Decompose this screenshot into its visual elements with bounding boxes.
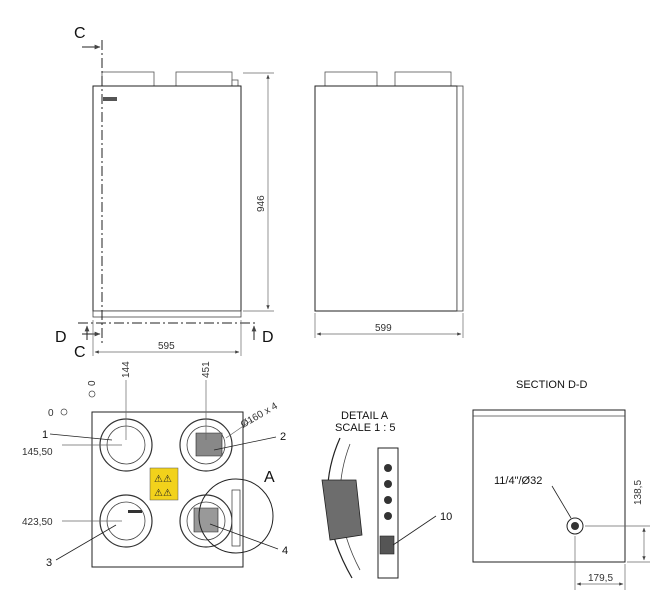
diameter-leader <box>225 419 253 439</box>
origin-symbol-x <box>88 390 96 398</box>
side-spigot-right <box>394 71 452 87</box>
origin-symbol-y <box>60 408 68 416</box>
origin-y-label: 0 <box>48 408 54 419</box>
connector-strip <box>231 489 241 547</box>
drain-inner <box>571 522 579 530</box>
detail-a-circle <box>198 478 274 554</box>
warning-label-glyphs: ⚠⚠ <box>154 474 172 485</box>
duct-port-3-bar <box>128 510 142 513</box>
detail-a-connector-block <box>379 535 395 555</box>
side-view: 599 <box>314 71 464 338</box>
detail-a-terminal-1 <box>384 464 392 472</box>
x-ordinate-451: 451 <box>201 361 212 378</box>
callout-2: 2 <box>280 431 286 443</box>
section-marker-c-bottom: C <box>74 344 86 361</box>
x-ordinate-144: 144 <box>121 361 132 378</box>
callout-4: 4 <box>282 545 288 557</box>
side-spigot-left <box>324 71 378 87</box>
origin-x-label: 0 <box>87 380 98 386</box>
y-ordinate-423: 423,50 <box>22 517 53 528</box>
warning-label-glyphs-2: ⚠⚠ <box>154 488 172 499</box>
front-spigot-right <box>175 71 233 87</box>
detail-a-title: DETAIL A <box>341 410 389 422</box>
detail-a: DETAIL A SCALE 1 : 5 10 <box>321 410 452 579</box>
section-dd-title: SECTION D-D <box>516 379 588 391</box>
duct-port-2-damper <box>195 432 223 457</box>
front-width-label: 595 <box>158 341 175 352</box>
warning-labels <box>149 467 179 501</box>
callout-3: 3 <box>46 557 52 569</box>
section-marker-c-top: C <box>74 25 86 42</box>
front-height-label: 946 <box>256 195 267 212</box>
section-dd: SECTION D-D 11/4"/Ø32 138,5 179,5 <box>472 379 650 590</box>
detail-a-terminal-3 <box>384 496 392 504</box>
cut-marker-d-left: D <box>55 329 67 346</box>
front-spigot-left <box>101 71 155 87</box>
callout-1-leader <box>49 433 113 441</box>
dd-v-label: 138,5 <box>633 480 644 505</box>
front-spigot-stub <box>231 79 239 87</box>
callout-10-leader <box>392 515 437 546</box>
top-view: ⚠⚠ ⚠⚠ A 0 0 144 451 145,50 423,50 Ø160 x… <box>22 361 288 569</box>
detail-a-damper <box>321 479 363 541</box>
callout-10: 10 <box>440 511 452 523</box>
side-panel-edge <box>456 85 464 312</box>
front-body <box>92 85 242 312</box>
callout-4-leader <box>209 523 279 550</box>
y-ordinate-145: 145,50 <box>22 447 53 458</box>
section-dd-body <box>472 409 626 563</box>
side-width-label: 599 <box>375 323 392 334</box>
detail-a-marker: A <box>264 469 275 486</box>
detail-a-terminal-2 <box>384 480 392 488</box>
callout-2-leader <box>213 436 277 451</box>
side-body <box>314 85 458 312</box>
detail-a-scale: SCALE 1 : 5 <box>335 422 396 434</box>
drain-label: 11/4"/Ø32 <box>494 475 542 487</box>
drain-leader <box>551 485 572 519</box>
callout-3-leader <box>55 524 117 561</box>
front-plinth <box>92 310 242 318</box>
dd-h-label: 179,5 <box>588 573 613 584</box>
duct-port-4-damper <box>193 507 219 533</box>
cut-marker-d-right: D <box>262 329 274 346</box>
diameter-label: Ø160 x 4 <box>239 401 280 431</box>
detail-a-terminal-4 <box>384 512 392 520</box>
front-view: C C D D 595 946 <box>55 25 274 361</box>
callout-1: 1 <box>42 429 48 441</box>
front-logo <box>103 97 117 101</box>
